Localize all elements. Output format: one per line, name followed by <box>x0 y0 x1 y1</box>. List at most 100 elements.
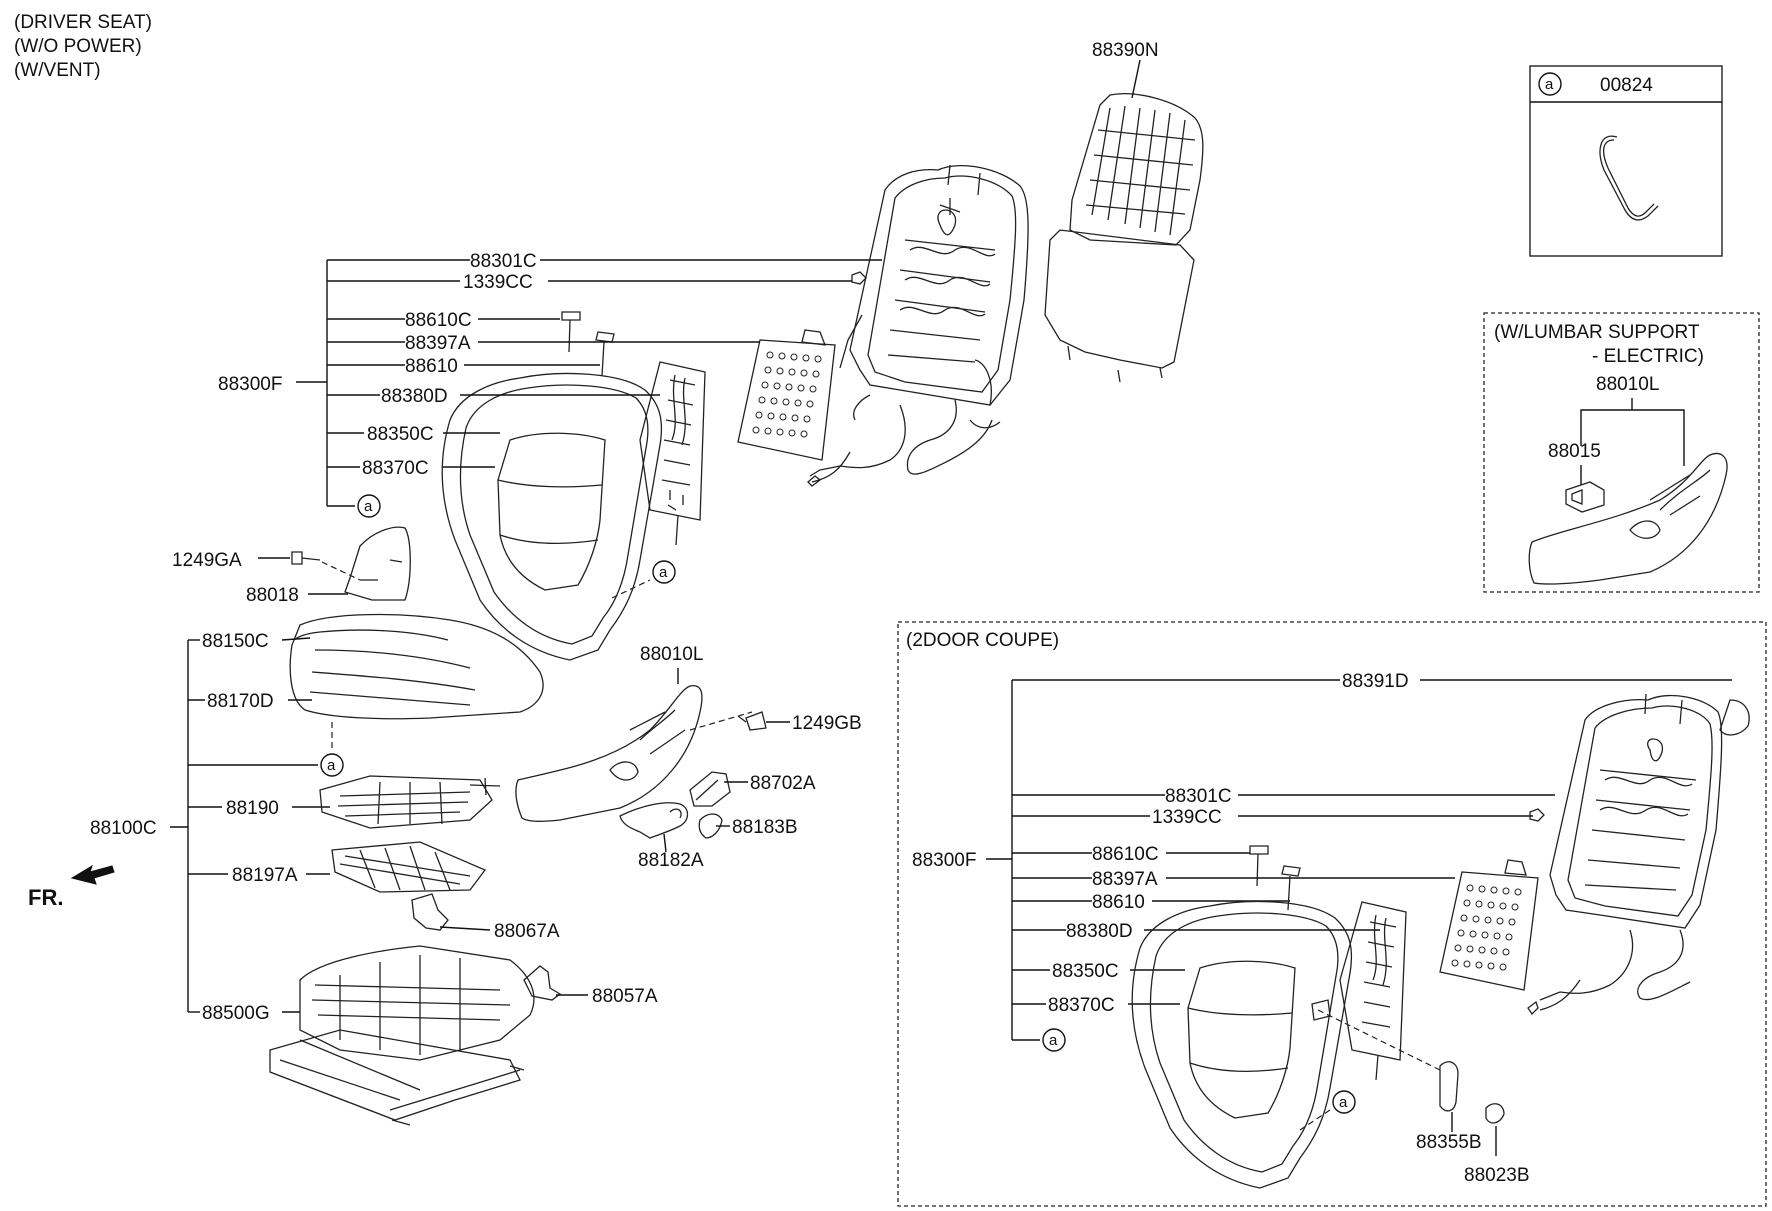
marker-a-label: a <box>1049 1032 1058 1049</box>
part-88190-label: 88190 <box>226 798 279 819</box>
part-88015-label: 88015 <box>1548 441 1601 462</box>
coupe-part-1339CC-label: 1339CC <box>1152 807 1222 828</box>
marker-a-icon <box>357 494 381 518</box>
part-88390N-label: 88390N <box>1092 40 1159 61</box>
marker-a-icon <box>320 753 344 777</box>
lumbar-title-2: - ELECTRIC) <box>1592 346 1704 367</box>
part-88301C-label: 88301C <box>470 251 537 272</box>
part-88170D-label: 88170D <box>207 691 274 712</box>
front-arrow-icon <box>70 864 115 885</box>
part-88018-label: 88018 <box>246 585 299 606</box>
coupe-vent-mat <box>1439 859 1539 991</box>
marker-a-icon <box>652 560 676 584</box>
coupe-part-88391D-label: 88391D <box>1342 671 1409 692</box>
callouts-88300F <box>296 259 882 507</box>
screw-1249GB-icon <box>737 711 767 731</box>
coupe-clip-88610C-icon <box>1249 845 1269 887</box>
lumbar-switch-icon <box>1565 481 1605 513</box>
front-direction-label: FR. <box>28 885 63 910</box>
coupe-part-88370C-label: 88370C <box>1048 995 1115 1016</box>
part-88010L-label: 88010L <box>640 644 703 665</box>
part-88702A-label: 88702A <box>750 773 816 794</box>
seat-cushion-main <box>289 613 544 720</box>
lever-88182A-icon <box>619 802 689 839</box>
part-88010L-lumbar-label: 88010L <box>1596 374 1659 395</box>
coupe-seatback-frame <box>1527 693 1750 1016</box>
part-88182A-label: 88182A <box>638 850 704 871</box>
part-88150C-label: 88150C <box>202 631 269 652</box>
clip-88397A-icon <box>595 331 615 377</box>
part-88380D-label: 88380D <box>381 386 448 407</box>
marker-a-label: a <box>1545 76 1554 93</box>
marker-a-icon <box>1042 1028 1066 1052</box>
part-88300F-label: 88300F <box>218 374 282 395</box>
marker-a-label: a <box>659 564 668 581</box>
part-00824-label: 00824 <box>1600 75 1653 96</box>
part-88610-label: 88610 <box>405 356 458 377</box>
vent-mat <box>737 329 836 461</box>
coupe-nut-1339CC-icon <box>1529 808 1545 822</box>
header-driver-seat: (DRIVER SEAT) <box>14 12 152 33</box>
seatback-cushion-main <box>441 372 663 661</box>
part-88057A-label: 88057A <box>592 986 658 1007</box>
cover-88702A-icon <box>689 771 731 807</box>
marker-a-label: a <box>327 757 336 774</box>
coupe-part-88397A-label: 88397A <box>1092 869 1158 890</box>
bracket-88067A-icon <box>411 893 449 931</box>
seatback-frame-main <box>807 164 1029 487</box>
marker-a-label: a <box>364 498 373 515</box>
part-88197A-label: 88197A <box>232 865 298 886</box>
coupe-inset-box <box>897 621 1767 1207</box>
seat-frame-88500G <box>269 945 535 1126</box>
header-wo-power: (W/O POWER) <box>14 36 142 57</box>
clip-88610C-icon <box>561 311 581 353</box>
seatback-board-88390N <box>1044 59 1204 383</box>
part-88397A-label: 88397A <box>405 333 471 354</box>
marker-a-icon <box>1538 72 1562 96</box>
header-w-vent: (W/VENT) <box>14 60 101 81</box>
marker-a-icon <box>1332 1090 1356 1114</box>
knob-88183B-icon <box>698 813 723 839</box>
coupe-cap-88023B-icon <box>1485 1103 1505 1124</box>
mat-88197A <box>331 841 487 893</box>
coupe-part-88355B-label: 88355B <box>1416 1132 1482 1153</box>
callouts-88100C <box>170 637 330 1013</box>
part-1339CC-label: 1339CC <box>463 272 533 293</box>
lumbar-title-1: (W/LUMBAR SUPPORT <box>1494 322 1700 343</box>
coupe-part-88380D-label: 88380D <box>1066 921 1133 942</box>
lumbar-plate-88380D <box>639 361 706 546</box>
coupe-handle-88355B-icon <box>1439 1061 1459 1112</box>
part-88500G-label: 88500G <box>202 1003 270 1024</box>
part-88183B-label: 88183B <box>732 817 798 838</box>
coupe-part-88350C-label: 88350C <box>1052 961 1119 982</box>
coupe-part-88610-label: 88610 <box>1092 892 1145 913</box>
cover-88018-icon <box>344 526 411 601</box>
coupe-part-88610C-label: 88610C <box>1092 844 1159 865</box>
part-88370C-label: 88370C <box>362 458 429 479</box>
inset-lumbar-box: (W/LUMBAR SUPPORT - ELECTRIC) 88010L 880… <box>1483 312 1760 593</box>
part-88610C-label: 88610C <box>405 310 472 331</box>
side-shield-lumbar-icon <box>1528 452 1728 585</box>
side-shield-88010L <box>515 684 703 822</box>
coupe-part-88300F-label: 88300F <box>912 850 976 871</box>
bracket-88057A-icon <box>523 965 562 1001</box>
coupe-seatback-cushion <box>1131 900 1353 1189</box>
part-1249GB-label: 1249GB <box>792 713 862 734</box>
part-88100C-label: 88100C <box>90 818 157 839</box>
nut-1339CC-icon <box>851 271 867 285</box>
coupe-plate-88380D <box>1339 901 1407 1081</box>
pad-88190 <box>319 775 501 829</box>
part-88350C-label: 88350C <box>367 424 434 445</box>
marker-a-label: a <box>1339 1094 1348 1111</box>
part-1249GA-label: 1249GA <box>172 550 242 571</box>
coupe-part-88301C-label: 88301C <box>1165 786 1232 807</box>
screw-1249GA-icon <box>291 551 321 565</box>
coupe-clip-88397A-icon <box>1281 865 1301 911</box>
inset-clip-box: a 00824 <box>1529 65 1723 257</box>
coupe-title: (2DOOR COUPE) <box>906 630 1059 651</box>
coupe-part-88023B-label: 88023B <box>1464 1165 1530 1186</box>
wire-clip-icon <box>1599 135 1659 221</box>
callouts-coupe-88300F <box>986 679 1732 1041</box>
part-88067A-label: 88067A <box>494 921 560 942</box>
